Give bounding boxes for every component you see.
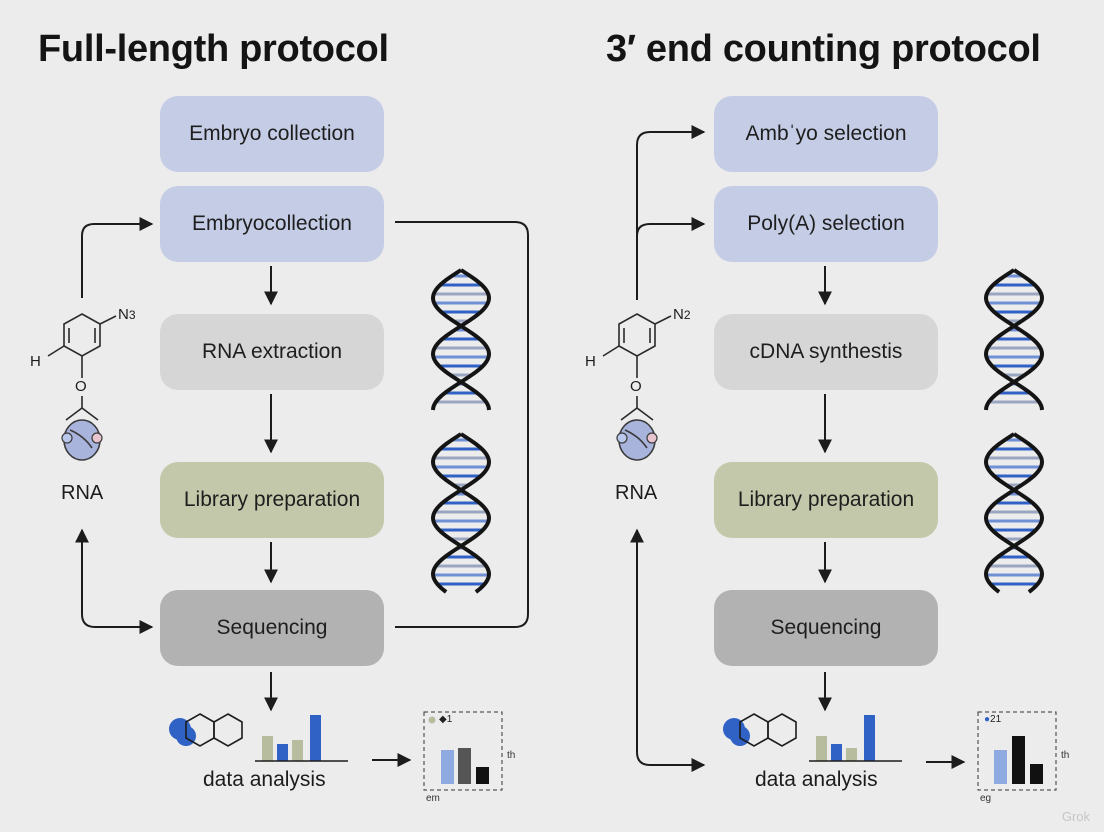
legend-right: ●21 <box>984 714 1002 725</box>
mini-chart-left <box>423 711 503 791</box>
substituent-left: N3 <box>118 306 136 323</box>
dna-helix-icon <box>983 268 1045 411</box>
left-step-rna-extraction: RNA extraction <box>160 314 384 390</box>
side-label-right: th <box>1061 750 1070 761</box>
hexagon-structure-icon <box>723 713 797 747</box>
dna-helix-icon <box>983 432 1045 594</box>
dna-helix-icon <box>430 432 492 594</box>
left-step-embryo-collection: Embryo collection <box>160 96 384 172</box>
rna-label-left: RNA <box>61 482 104 504</box>
dna-helix-icon <box>983 268 1045 411</box>
atom-o-right: O <box>630 378 642 395</box>
left-step-library-preparation: Library preparation <box>160 462 384 538</box>
data-analysis-label-left: data analysis <box>203 768 326 791</box>
hexagon-structure-icon <box>169 713 243 747</box>
title-3-end-counting: 3′ end counting protocol <box>606 28 1041 70</box>
arrow-rna-to-analysis <box>630 528 706 772</box>
right-step-library-preparation: Library preparation <box>714 462 938 538</box>
right-step-polya-selection: Poly(A) selection <box>714 186 938 262</box>
arrow-molecule-to-selection <box>636 125 706 300</box>
atom-h-right: H <box>585 353 596 370</box>
arrow-rna-sequencing <box>75 528 154 634</box>
data-analysis-label-right: data analysis <box>755 768 878 791</box>
atom-o-left: O <box>75 378 87 395</box>
dna-helix-icon <box>983 432 1045 594</box>
dna-helix-icon <box>430 268 492 411</box>
bottom-label-right: eg <box>980 793 992 804</box>
bar-chart-icon <box>809 715 902 762</box>
molecule-icon <box>47 313 117 461</box>
dna-helix-icon <box>430 268 492 411</box>
left-step-sequencing: Sequencing <box>160 590 384 666</box>
legend-left: ◆1 <box>439 714 453 725</box>
arrow-molecule-to-polya <box>636 217 706 237</box>
right-step-cdna-synthesis: cDNA synthestis <box>714 314 938 390</box>
left-step-embryo-collection-2: Embryocollection <box>160 186 384 262</box>
bar-chart-icon <box>255 715 348 762</box>
molecule-icon <box>602 313 672 461</box>
left-side-bracket <box>395 221 529 628</box>
mini-chart-right <box>977 711 1057 791</box>
title-full-length: Full-length protocol <box>38 28 389 70</box>
bottom-label-left: em <box>426 793 440 804</box>
dna-helix-group <box>430 268 1045 594</box>
atom-h-left: H <box>30 353 41 370</box>
dna-helix-icon <box>430 432 492 594</box>
left-flow-arrows <box>75 217 529 767</box>
substituent-right: N2 <box>673 306 691 323</box>
right-step-selection: Ambˈyo selection <box>714 96 938 172</box>
right-step-sequencing: Sequencing <box>714 590 938 666</box>
rna-label-right: RNA <box>615 482 658 504</box>
watermark: Grok <box>1061 809 1090 824</box>
right-flow-arrows <box>630 125 966 772</box>
arrow-molecule-to-collection <box>81 217 154 298</box>
side-label-left: th <box>507 750 516 761</box>
